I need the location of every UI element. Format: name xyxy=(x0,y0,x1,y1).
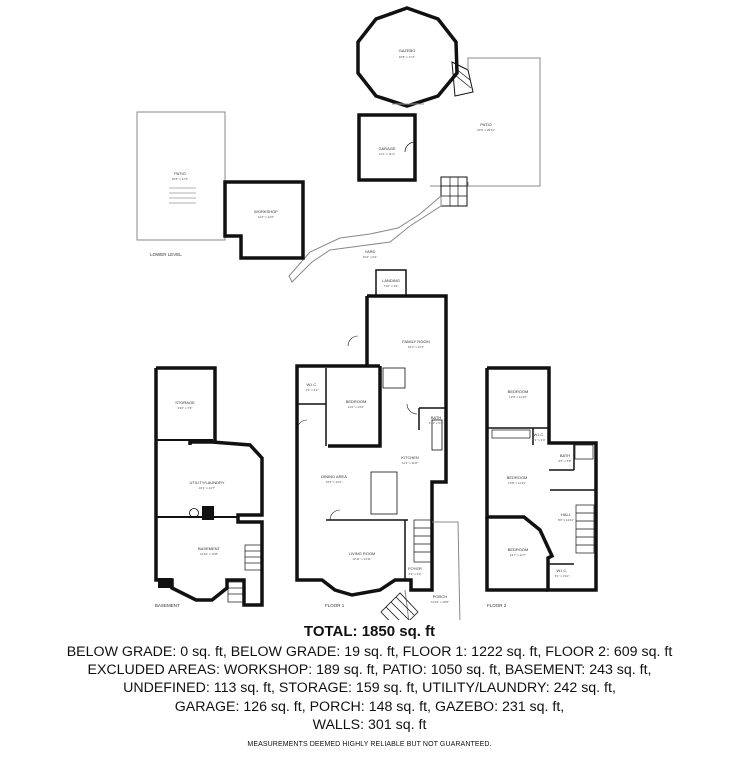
bath1-label: BATH xyxy=(431,415,441,420)
hall-label: HALL xyxy=(561,512,572,517)
floor2-walls xyxy=(485,366,598,592)
summary-line: GARAGE: 126 sq. ft, PORCH: 148 sq. ft, G… xyxy=(174,698,565,715)
workshop-outline xyxy=(223,180,305,260)
dining-dims: 15'5" x 12'1" xyxy=(326,480,342,484)
dining-label: DINING AREA xyxy=(321,474,347,479)
hall-dims: 8'6" x 12'11" xyxy=(558,518,574,522)
yard-label: YARD xyxy=(365,249,376,254)
living-dims: 12'11" x 14'11" xyxy=(352,557,371,561)
garage-label: GARAGE xyxy=(378,146,395,151)
summary-line: UNDEFINED: 113 sq. ft, STORAGE: 159 sq. … xyxy=(123,680,616,697)
bath1-dims: 4'11" x 5'4" xyxy=(429,421,444,425)
landing-label: LANDING xyxy=(382,278,400,283)
wic1-dims: 4'3" x 6'1" xyxy=(305,388,318,392)
bedroom1-dims: 11'2" x 14'4" xyxy=(348,405,364,409)
bedroom-c-label: BEDROOM xyxy=(508,547,529,552)
foyer-label: FOYER xyxy=(408,566,422,571)
workshop-label: WORKSHOP xyxy=(254,209,278,214)
total-area: TOTAL: 1850 sq. ft xyxy=(303,623,436,640)
basement-room-dims: 13'10" x 10'8" xyxy=(200,552,218,556)
floor2-level-label: FLOOR 2 xyxy=(487,603,507,608)
patio-left-steps xyxy=(169,187,196,204)
living-label: LIVING ROOM xyxy=(349,551,376,556)
bedroom-b-label: BEDROOM xyxy=(507,475,528,480)
basement-stairs xyxy=(227,544,262,603)
storage-label: STORAGE xyxy=(175,400,195,405)
gazebo-label: GAZEBO xyxy=(399,48,416,53)
basement-level-label: BASEMENT xyxy=(155,603,180,608)
gazebo-dims: 16'8" x 17'4" xyxy=(399,55,415,59)
porch-steps xyxy=(380,592,419,620)
utility-dims: 16'1" x 14'7" xyxy=(199,486,215,490)
garage-dims: 11'1" x 11'4" xyxy=(379,152,395,156)
kitchen-dims: 11'4" x 11'8" xyxy=(402,461,418,465)
bedroom-a-dims: 12'9" x 11'10" xyxy=(509,395,527,399)
landing-dims: 7'10" x 4'6" xyxy=(384,284,399,288)
family-room-dims: 16'2" x 11'4" xyxy=(408,345,424,349)
wic3-dims: 5'1" x 3'10" xyxy=(555,574,570,578)
patio-left-label: PATIO xyxy=(174,171,185,176)
disclaimer: MEASUREMENTS DEEMED HIGHLY RELIABLE BUT … xyxy=(247,741,492,749)
floor1-level-label: FLOOR 1 xyxy=(325,603,345,608)
bedroom-b-dims: 10'8" x 11'10" xyxy=(508,481,526,485)
patio-top-dims: 33'6" x 29'11" xyxy=(477,128,495,132)
wic2-label: W.I.C. xyxy=(534,432,545,437)
patio-top-outline xyxy=(467,57,541,187)
patio-left-dims: 16'8" x 17'4" xyxy=(172,177,188,181)
floor1-stairs xyxy=(413,519,432,563)
summary-line: WALLS: 301 sq. ft xyxy=(312,716,427,733)
utility-label: UTILITY/LAUNDRY xyxy=(189,480,224,485)
wic2-dims: 5'1" x 3'4" xyxy=(532,438,545,442)
summary-line: BELOW GRADE: 0 sq. ft, BELOW GRADE: 19 s… xyxy=(66,644,673,660)
floor1-walls xyxy=(295,294,448,597)
summary-line: EXCLUDED AREAS: WORKSHOP: 189 sq. ft, PA… xyxy=(87,662,652,679)
bedroom1-label: BEDROOM xyxy=(346,399,367,404)
kitchen-label: KITCHEN xyxy=(401,455,419,460)
landing-outline xyxy=(375,269,407,297)
porch-outline xyxy=(404,521,461,620)
wic3-label: W.I.C. xyxy=(557,568,568,573)
area-summary: TOTAL: 1850 sq. ft BELOW GRADE: 0 sq. ft… xyxy=(0,622,739,748)
yard-outline xyxy=(288,195,442,283)
family-room-label: FAMILY ROOM xyxy=(402,339,429,344)
lower-level-label: LOWER LEVEL xyxy=(150,252,182,257)
basement-room-label: BASEMENT xyxy=(198,546,221,551)
porch-dims: 12'10" x 18'8" xyxy=(431,600,449,604)
bath2-dims: 6'5" x 5'8" xyxy=(558,459,571,463)
foyer-dims: 4'3" x 9'3" xyxy=(408,572,421,576)
patio-stairs xyxy=(440,176,468,207)
floor2-stairs xyxy=(575,504,595,554)
gazebo-outline xyxy=(356,6,459,108)
porch-label: PORCH xyxy=(433,594,448,599)
bath2-label: BATH xyxy=(560,453,570,458)
patio-top-label: PATIO xyxy=(480,122,491,127)
bedroom-a-label: BEDROOM xyxy=(508,389,529,394)
wic1-label: W.I.C. xyxy=(307,382,318,387)
workshop-dims: 14'4" x 14'2" xyxy=(258,215,274,219)
floor-plan: GAZEBO 16'8" x 17'4" PATIO 33'6" x 29'11… xyxy=(136,6,598,620)
patio-left-outline xyxy=(136,111,226,241)
garage-outline xyxy=(357,113,417,182)
gazebo-steps xyxy=(451,61,474,97)
yard-dims: 19'4" x 9'4" xyxy=(363,255,378,259)
bedroom-c-dims: 12'7" x 11'7" xyxy=(510,553,526,557)
storage-dims: 9'10" x 7'6" xyxy=(178,406,193,410)
